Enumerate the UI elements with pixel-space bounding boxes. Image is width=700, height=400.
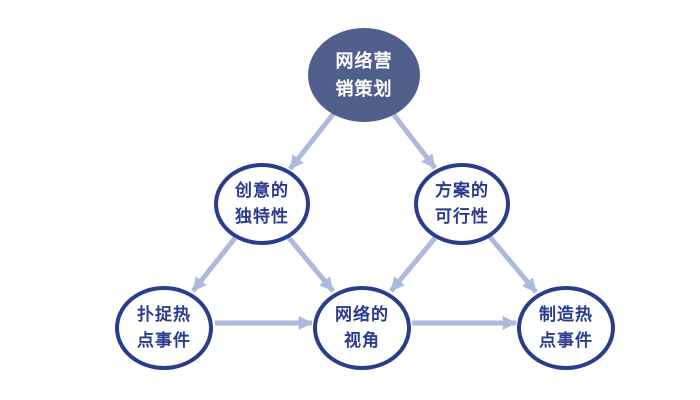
node-capture-hot-events: 扑捉热 点事件 bbox=[115, 286, 213, 370]
arrow-top-to-mid-right bbox=[392, 113, 437, 170]
node-network-perspective: 网络的 视角 bbox=[313, 286, 411, 370]
arrow-mid-right-to-bottom-center bbox=[389, 236, 437, 293]
arrow-mid-right-to-bottom-right bbox=[488, 235, 538, 294]
node-plan-feasibility: 方案的 可行性 bbox=[414, 163, 510, 245]
node-label: 制造热 点事件 bbox=[539, 305, 593, 350]
arrow-mid-left-to-bottom-center bbox=[287, 236, 335, 293]
arrow-mid-left-to-bottom-left bbox=[191, 236, 237, 293]
node-marketing-planning: 网络营 销策划 bbox=[308, 28, 420, 122]
node-create-hot-events: 制造热 点事件 bbox=[517, 286, 615, 370]
node-label: 扑捉热 点事件 bbox=[137, 305, 191, 350]
arrow-top-to-mid-left bbox=[288, 111, 336, 171]
node-creative-uniqueness: 创意的 独特性 bbox=[214, 163, 310, 245]
node-label: 方案的 可行性 bbox=[435, 181, 489, 226]
node-label: 网络的 视角 bbox=[335, 305, 389, 350]
node-label: 网络营 销策划 bbox=[335, 51, 393, 99]
node-label: 创意的 独特性 bbox=[235, 181, 289, 226]
